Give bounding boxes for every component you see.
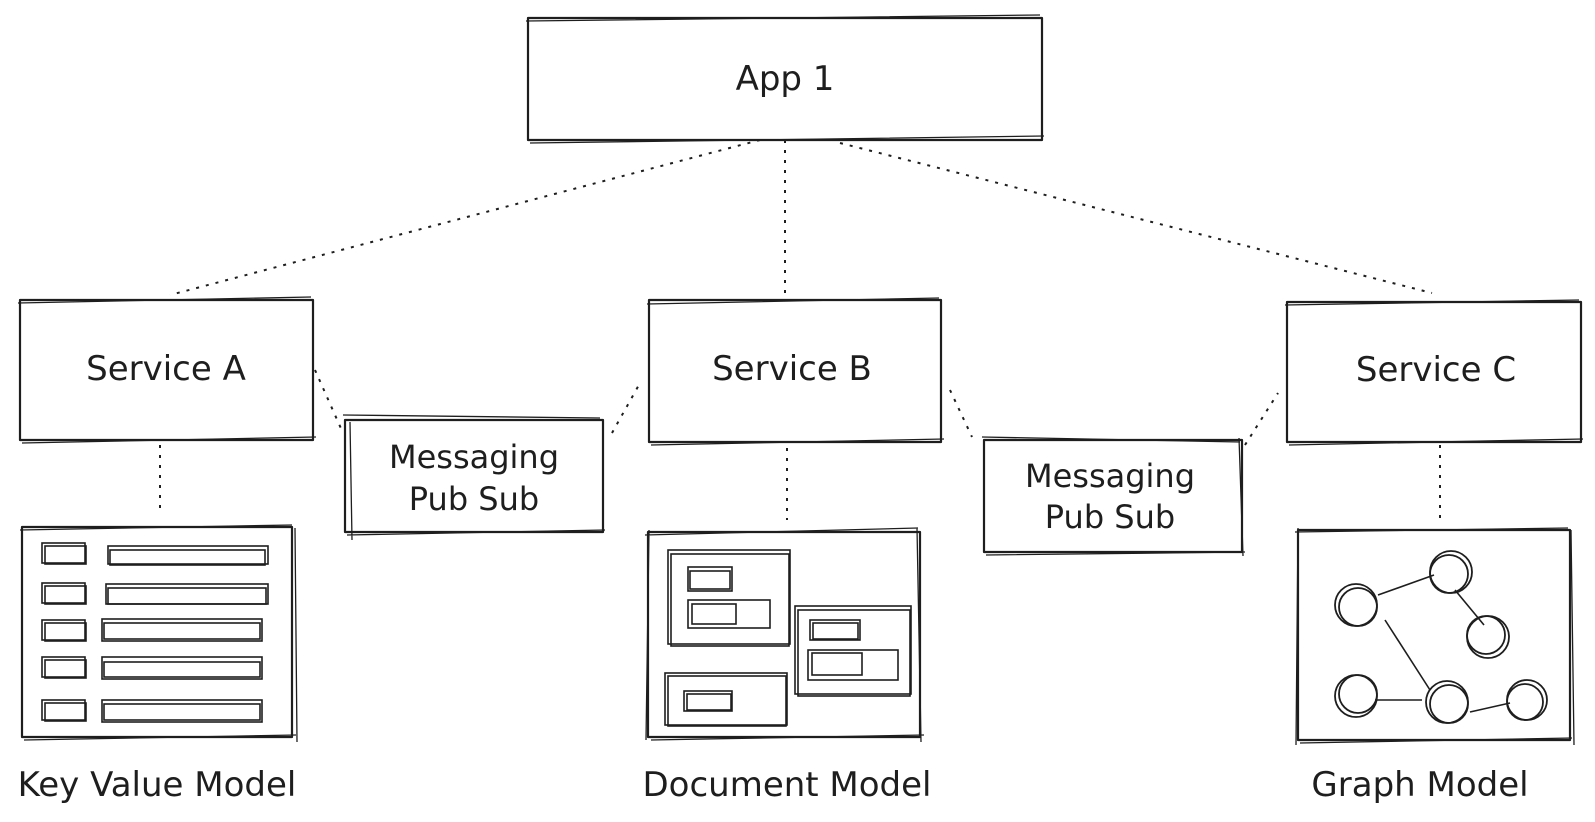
service-a-label: Service A bbox=[86, 349, 246, 389]
messaging-pubsub-1-node[interactable]: Messaging Pub Sub bbox=[342, 414, 606, 541]
messaging-1-line1: Messaging bbox=[389, 438, 559, 476]
messaging-1-line2: Pub Sub bbox=[409, 480, 539, 518]
connector-messaging-2-service-c bbox=[1244, 392, 1279, 446]
document-model-label: Document Model bbox=[642, 765, 931, 805]
key-value-table-icon bbox=[19, 524, 298, 743]
connectors bbox=[159, 139, 1441, 525]
key-value-model-label: Key Value Model bbox=[18, 765, 297, 805]
service-b-node[interactable]: Service B bbox=[646, 297, 945, 446]
connector-service-b-messaging-2 bbox=[949, 389, 973, 438]
messaging-pubsub-2-node[interactable]: Messaging Pub Sub bbox=[981, 436, 1246, 557]
connector-app-service-a bbox=[169, 139, 761, 296]
graph-model-label: Graph Model bbox=[1311, 765, 1528, 805]
app-label: App 1 bbox=[736, 59, 835, 99]
service-c-node[interactable]: Service C bbox=[1284, 299, 1584, 446]
connector-service-a-messaging-1 bbox=[314, 369, 344, 434]
connector-app-service-c bbox=[839, 142, 1433, 294]
document-layout-icon bbox=[644, 527, 925, 743]
messaging-2-line1: Messaging bbox=[1025, 457, 1195, 495]
graph-network-icon bbox=[1294, 527, 1575, 746]
service-a-node[interactable]: Service A bbox=[17, 296, 317, 444]
app-node[interactable]: App 1 bbox=[525, 14, 1045, 144]
service-c-label: Service C bbox=[1356, 350, 1516, 390]
messaging-2-line2: Pub Sub bbox=[1045, 498, 1175, 536]
service-b-label: Service B bbox=[712, 349, 872, 389]
connector-messaging-1-service-b bbox=[611, 382, 641, 434]
